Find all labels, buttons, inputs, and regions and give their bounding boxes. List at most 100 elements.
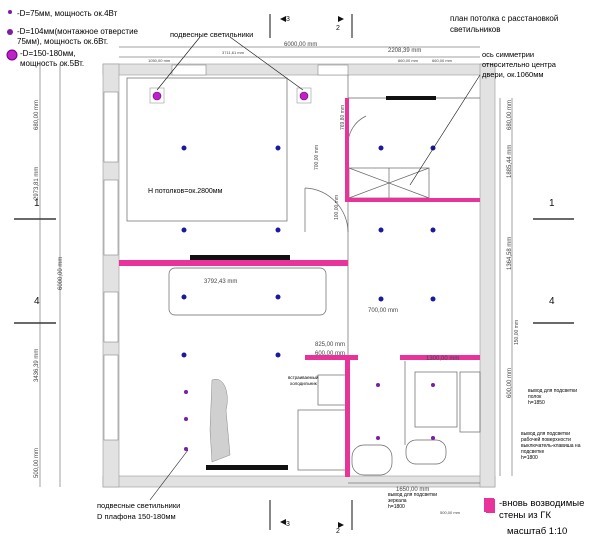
legend: -D=75мм, мощность ок.4Вт -D=104мм(монтаж… xyxy=(6,9,139,68)
svg-text:вывод для подсветки: вывод для подсветки xyxy=(521,431,570,437)
legend-item-1: -D=75мм, мощность ок.4Вт xyxy=(17,9,118,18)
spot-light xyxy=(378,296,384,302)
spot-light xyxy=(181,352,187,358)
symmetry-label-1: ось симметрии xyxy=(482,50,534,59)
small-spots xyxy=(184,383,435,451)
spot-light xyxy=(275,294,281,300)
ceiling-spots xyxy=(181,145,436,358)
svg-text:660,00 mm: 660,00 mm xyxy=(432,58,453,63)
dimension-texts: 6000,00 mm 2208,39 mm 3711,61 mm 1050,00… xyxy=(34,42,520,515)
svg-text:вывод для подсветки: вывод для подсветки xyxy=(528,388,577,394)
svg-text:подсветке: подсветке xyxy=(521,449,545,455)
svg-text:150,00 mm: 150,00 mm xyxy=(514,320,520,345)
built-in-label: встраиваемый xyxy=(288,374,319,380)
svg-text:h=1800: h=1800 xyxy=(388,504,405,510)
title-line-1: план потолка с расстановкой xyxy=(450,14,558,23)
spot-light xyxy=(275,352,281,358)
svg-text:500,00 mm: 500,00 mm xyxy=(440,510,461,515)
section-mark-top-2: 2 xyxy=(336,25,340,32)
section-marks: 3 2 3 2 1 4 1 4 xyxy=(14,14,574,535)
new-walls-label-1: -вновь возводимые xyxy=(499,498,584,509)
section-mark-left-1: 1 xyxy=(34,198,40,209)
outer-walls xyxy=(102,63,496,488)
bed-headboard xyxy=(190,255,290,261)
title-line-2: светильников xyxy=(450,25,501,34)
spot-light xyxy=(181,145,187,151)
pendant-label-bottom-1: подвесные светильники xyxy=(97,501,180,510)
pendant-label-bottom-2: D плафона 150-180мм xyxy=(97,512,176,521)
svg-text:3792,43 mm: 3792,43 mm xyxy=(204,279,237,285)
symmetry-label-3: двери, ок.1060мм xyxy=(482,70,544,79)
svg-text:600,00 mm: 600,00 mm xyxy=(507,368,513,398)
svg-text:6000,00 mm: 6000,00 mm xyxy=(58,257,64,290)
electrical-notes: вывод для подсветки полок h=1850 вывод д… xyxy=(388,388,581,510)
small-spot-light xyxy=(376,383,380,387)
svg-text:769,80 mm: 769,80 mm xyxy=(340,105,346,130)
section-mark-bottom-3: 3 xyxy=(286,521,290,528)
svg-text:6000,00 mm: 6000,00 mm xyxy=(284,42,317,48)
svg-text:2208,39 mm: 2208,39 mm xyxy=(388,48,421,54)
pendant-label-top: подвесные светильники xyxy=(170,30,253,39)
spot-light xyxy=(275,145,281,151)
svg-text:500,00 mm: 500,00 mm xyxy=(34,448,40,478)
svg-text:выключатель-клавиша на: выключатель-клавиша на xyxy=(521,443,581,449)
interior-lines xyxy=(126,75,481,476)
svg-text:3436,39 mm: 3436,39 mm xyxy=(34,349,40,382)
legend-item-2b: 75мм), мощность ок.6Вт. xyxy=(17,37,108,46)
small-spot-light xyxy=(431,383,435,387)
spot-light xyxy=(430,296,436,302)
svg-text:825,00 mm: 825,00 mm xyxy=(315,342,345,348)
pendant-lights xyxy=(149,87,312,104)
dimension-lines xyxy=(39,46,513,487)
svg-text:3711,61 mm: 3711,61 mm xyxy=(222,50,245,55)
svg-text:1364,58 mm: 1364,58 mm xyxy=(507,237,513,270)
svg-text:700,00 mm: 700,00 mm xyxy=(368,308,398,314)
small-spot-light xyxy=(184,417,188,421)
svg-text:рабочей поверхности: рабочей поверхности xyxy=(521,436,571,443)
svg-text:700,00 mm: 700,00 mm xyxy=(314,145,320,170)
built-in-label-2: холодильник xyxy=(290,381,317,386)
svg-text:h=1850: h=1850 xyxy=(528,400,545,406)
wardrobe-edge xyxy=(386,96,436,100)
spot-light xyxy=(181,294,187,300)
legend-item-3b: мощность ок.5Вт. xyxy=(20,59,84,68)
svg-text:2973,81 mm: 2973,81 mm xyxy=(34,167,40,200)
svg-text:h=1800: h=1800 xyxy=(521,455,538,461)
spot-light xyxy=(181,227,187,233)
legend-item-2a: -D=104мм(монтажное отверстие xyxy=(17,27,139,36)
spot-light xyxy=(378,227,384,233)
kitchen-counter-edge xyxy=(206,465,288,470)
svg-text:1050,00 mm: 1050,00 mm xyxy=(148,58,171,63)
spot-104-icon xyxy=(7,29,13,35)
ceiling-height-label: Н потолков=ок.2800мм xyxy=(148,188,223,195)
windows xyxy=(103,64,349,441)
svg-text:1885,44 mm: 1885,44 mm xyxy=(507,145,513,178)
chair-silhouette xyxy=(209,378,231,463)
small-spot-light xyxy=(184,390,188,394)
new-walls-label-2: стены из ГК xyxy=(499,510,551,521)
section-mark-left-4: 4 xyxy=(34,296,40,307)
legend-item-3a: -D=150-180мм, xyxy=(20,49,76,58)
new-walls xyxy=(119,98,494,512)
svg-text:вывод для подсветки: вывод для подсветки xyxy=(388,492,437,498)
svg-text:600,00 mm: 600,00 mm xyxy=(315,351,345,357)
small-spot-light xyxy=(431,436,435,440)
section-mark-right-1: 1 xyxy=(549,198,555,209)
section-mark-right-4: 4 xyxy=(549,296,555,307)
spot-light xyxy=(275,227,281,233)
small-spot-light xyxy=(184,447,188,451)
spot-75-icon xyxy=(8,10,12,14)
svg-text:660,00 mm: 660,00 mm xyxy=(398,58,419,63)
svg-text:100,00 mm: 100,00 mm xyxy=(334,195,340,220)
new-wall-swatch xyxy=(486,499,495,513)
svg-text:680,00 mm: 680,00 mm xyxy=(507,100,513,130)
svg-text:1300,00 mm: 1300,00 mm xyxy=(426,356,459,362)
spot-light xyxy=(430,227,436,233)
spot-light xyxy=(378,145,384,151)
svg-text:зеркала: зеркала xyxy=(388,498,407,504)
svg-text:полок: полок xyxy=(528,394,542,400)
svg-text:1650,00 mm: 1650,00 mm xyxy=(396,487,429,493)
small-spot-light xyxy=(376,436,380,440)
section-mark-top-3: 3 xyxy=(286,16,290,23)
